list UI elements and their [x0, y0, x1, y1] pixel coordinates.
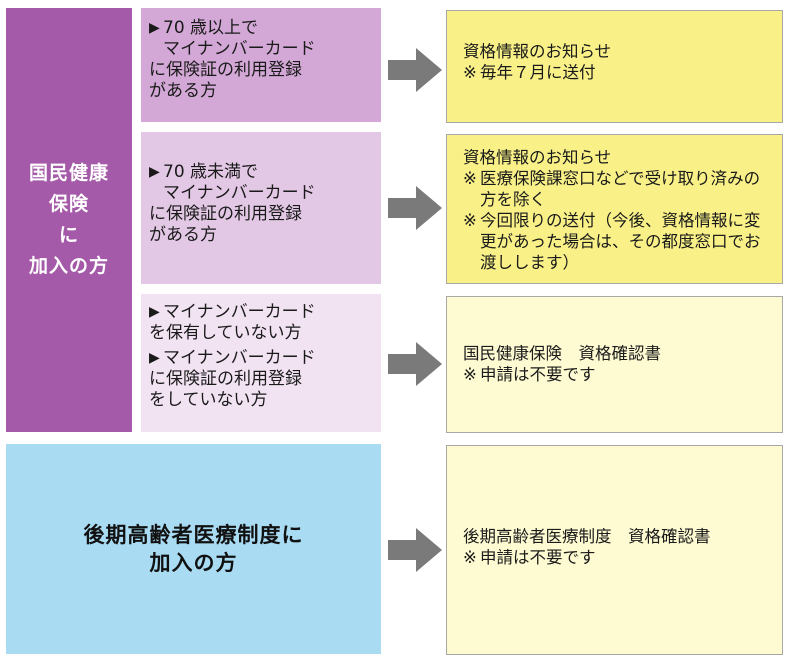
result-note-text: 申請は不要です [480, 365, 596, 384]
condition-line: マイナンバーカード [163, 183, 316, 203]
condition-bullet: ▶ 70 歳以上で マイナンバーカード に保険証の利用登録 がある方 [149, 18, 373, 102]
nhi-label-line: 加入の方 [28, 255, 109, 277]
condition-bullet: ▶ マイナンバーカード を保有していない方 [149, 302, 373, 344]
note-mark-icon: ※ [463, 365, 477, 384]
result-note: ※ 今回限りの送付（今後、資格情報に変更があった場合は、その都度窓口でお渡ししま… [463, 210, 776, 273]
condition-line: に保険証の利用登録 [149, 369, 302, 389]
note-mark-icon: ※ [463, 548, 477, 567]
result-title: 国民健康保険 資格確認書 [463, 344, 661, 363]
nhi-label-line: 国民健康 [28, 162, 109, 184]
triangle-bullet-icon: ▶ [149, 20, 160, 36]
condition-line: をしていない方 [149, 390, 268, 410]
condition-line: に保険証の利用登録 [149, 204, 302, 224]
note-mark-icon: ※ [463, 169, 477, 188]
condition-bullet: ▶ マイナンバーカード に保険証の利用登録 をしていない方 [149, 348, 373, 411]
result-box-4: 後期高齢者医療制度 資格確認書 ※ 申請は不要です [446, 445, 783, 655]
condition-line: に保険証の利用登録 [149, 60, 302, 80]
condition-line: がある方 [149, 225, 217, 245]
arrow-right-icon [388, 342, 442, 386]
nhi-label-line: に [58, 224, 79, 246]
result-note: ※ 医療保険課窓口などで受け取り済みの方を除く [463, 168, 776, 210]
condition-line: を保有していない方 [149, 323, 302, 343]
note-mark-icon: ※ [463, 211, 477, 230]
result-title: 資格情報のお知らせ [463, 42, 612, 61]
result-note-text: 医療保険課窓口などで受け取り済みの方を除く [480, 169, 761, 209]
elder-label-line: 後期高齢者医療制度に [83, 523, 304, 547]
condition-line: マイナンバーカード [163, 302, 316, 322]
elder-group-label: 後期高齢者医療制度に 加入の方 [6, 444, 381, 654]
result-title: 資格情報のお知らせ [463, 148, 612, 167]
triangle-bullet-icon: ▶ [149, 350, 160, 366]
condition-line: マイナンバーカード [163, 348, 316, 368]
result-box-3: 国民健康保険 資格確認書 ※ 申請は不要です [446, 296, 783, 433]
note-mark-icon: ※ [463, 63, 477, 82]
condition-line: 70 歳以上で [163, 18, 259, 38]
condition-line: 70 歳未満で [163, 162, 259, 182]
triangle-bullet-icon: ▶ [149, 164, 160, 180]
condition-box-3: ▶ マイナンバーカード を保有していない方 ▶ マイナンバーカード に保険証の利… [141, 294, 381, 432]
condition-line: マイナンバーカード [163, 39, 316, 59]
arrow-right-icon [388, 528, 442, 572]
nhi-label-line: 保険 [48, 193, 89, 215]
result-note-text: 毎年７月に送付 [480, 63, 596, 82]
result-note: ※ 申請は不要です [463, 547, 782, 568]
result-box-2: 資格情報のお知らせ ※ 医療保険課窓口などで受け取り済みの方を除く ※ 今回限り… [446, 134, 783, 284]
elder-label-line: 加入の方 [149, 551, 238, 575]
result-note-text: 申請は不要です [480, 548, 596, 567]
result-title: 後期高齢者医療制度 資格確認書 [463, 527, 711, 546]
arrow-right-icon [388, 48, 442, 92]
condition-box-1: ▶ 70 歳以上で マイナンバーカード に保険証の利用登録 がある方 [141, 8, 381, 122]
nhi-group-label: 国民健康 保険 に 加入の方 [6, 8, 132, 432]
condition-box-2: ▶ 70 歳未満で マイナンバーカード に保険証の利用登録 がある方 [141, 132, 381, 284]
arrow-right-icon [388, 186, 442, 230]
condition-bullet: ▶ 70 歳未満で マイナンバーカード に保険証の利用登録 がある方 [149, 162, 373, 246]
result-note: ※ 申請は不要です [463, 364, 782, 385]
triangle-bullet-icon: ▶ [149, 304, 160, 320]
result-note: ※ 毎年７月に送付 [463, 62, 782, 83]
result-note-text: 今回限りの送付（今後、資格情報に変更があった場合は、その都度窓口でお渡しします） [480, 211, 761, 272]
result-box-1: 資格情報のお知らせ ※ 毎年７月に送付 [446, 10, 783, 123]
condition-line: がある方 [149, 81, 217, 101]
